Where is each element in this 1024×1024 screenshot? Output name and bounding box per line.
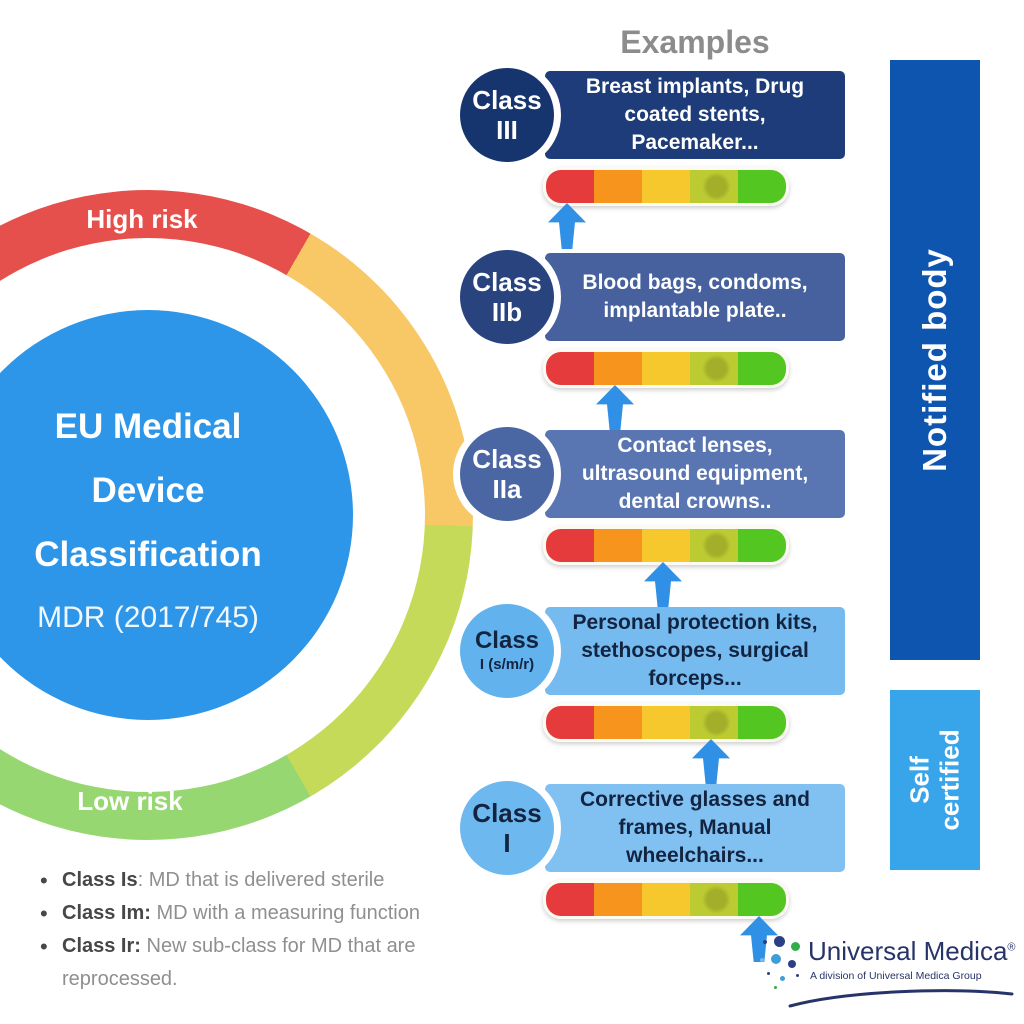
self-certified-label: Self certified [905,729,966,831]
logo-swoosh-icon [788,989,1014,1008]
logo-name-text: Universal Medica [808,936,1008,966]
low-risk-label: Low risk [77,786,183,816]
gauge-segment-red [546,170,594,203]
class-iib-badge-level: IIb [491,297,523,327]
gauge-segment-green [738,352,786,385]
registered-trademark-icon: ® [1007,941,1016,954]
gauge-segment-red [546,706,594,739]
regulation-subtitle: MDR (2017/745) [37,601,259,634]
logo-tagline: A division of Universal Medica Group [810,970,982,982]
gauge-segment-green [738,529,786,562]
risk-gauge [543,349,789,388]
class-iii-badge-level: III [496,115,518,145]
class-i-smr-examples-box: Personal protection kits, stethoscopes, … [545,607,845,695]
donut-center-circle: EU Medical Device Classification MDR (20… [0,310,353,720]
class-i-smr-badge-level: I (s/m/r) [479,656,535,673]
title-line-2: Device [91,471,205,510]
up-arrow-icon [596,385,634,431]
gauge-segment-green [738,170,786,203]
list-item: Class Is: MD that is delivered sterile [36,864,476,897]
footnote-term: Class Im: [62,902,151,924]
class-iii-badge: Class III [460,68,554,162]
gauge-segment-yellow [642,529,690,562]
gauge-segment-orange [594,170,642,203]
gauge-segment-yellow [642,352,690,385]
list-item: Class Ir: New sub-class for MD that are … [36,930,476,996]
class-row-iii: Breast implants, Drug coated stents, Pac… [460,68,880,253]
up-arrow-icon [692,739,730,785]
gauge-segment-orange [594,352,642,385]
gauge-segment-yellow [642,706,690,739]
footnote-definition: MD with a measuring function [150,902,420,924]
class-iii-examples-box: Breast implants, Drug coated stents, Pac… [545,71,845,159]
class-i-smr-badge-word: Class [474,627,540,654]
page-title: EU Medical Device Classification [34,395,262,587]
gauge-segment-green [738,883,786,916]
footnote-definition: : MD that is delivered sterile [137,869,385,891]
class-row-i-smr: Personal protection kits, stethoscopes, … [460,604,880,789]
class-row-i: Corrective glasses and frames, Manual wh… [460,781,880,966]
class-iib-examples-box: Blood bags, condoms, implantable plate.. [545,253,845,341]
gauge-segment-red [546,529,594,562]
gauge-segment-orange [594,529,642,562]
gauge-segment-green [738,706,786,739]
footnote-definition: New sub-class for MD that are reprocesse… [62,935,416,990]
notified-body-label: Notified body [916,248,953,472]
class-i-smr-badge: Class I (s/m/r) [460,604,554,698]
gauge-segment-yellow-green [690,706,738,739]
class-iia-badge-word: Class [472,444,542,474]
universal-medica-logo: Universal Medica® A division of Universa… [758,924,1020,1020]
gauge-segment-yellow-green [690,529,738,562]
class-iia-badge-level: IIa [492,474,522,504]
class-iia-badge: Class IIa [460,427,554,521]
high-risk-label: High risk [86,204,198,234]
risk-gauge [543,703,789,742]
class-i-badge-word: Class [472,798,542,828]
up-arrow-icon [548,203,586,249]
gauge-segment-yellow-green [690,883,738,916]
title-line-1: EU Medical [54,407,242,446]
risk-gauge [543,880,789,919]
gauge-segment-red [546,352,594,385]
footnote-term: Class Is [62,869,138,891]
list-item: Class Im: MD with a measuring function [36,897,476,930]
class-row-iib: Blood bags, condoms, implantable plate..… [460,250,880,435]
class-i-examples-box: Corrective glasses and frames, Manual wh… [545,784,845,872]
title-line-3: Classification [34,535,262,574]
class-iib-badge-word: Class [472,267,542,297]
class-row-iia: Contact lenses, ultrasound equipment, de… [460,427,880,612]
examples-heading: Examples [620,24,770,60]
gauge-segment-red [546,883,594,916]
logo-dots-icon [758,930,806,994]
class-i-badge-level: I [503,828,511,858]
footnote-term: Class Ir: [62,935,141,957]
gauge-segment-orange [594,706,642,739]
gauge-segment-yellow [642,170,690,203]
class-iib-badge: Class IIb [460,250,554,344]
risk-gauge [543,167,789,206]
risk-gauge [543,526,789,565]
class-i-badge: Class I [460,781,554,875]
class-iii-badge-word: Class [472,85,542,115]
gauge-segment-yellow [642,883,690,916]
gauge-segment-yellow-green [690,170,738,203]
class-iia-examples-box: Contact lenses, ultrasound equipment, de… [545,430,845,518]
up-arrow-icon [644,562,682,608]
self-certified-bar: Self certified [890,690,980,870]
logo-wordmark: Universal Medica® [808,936,1016,967]
notified-body-bar: Notified body [890,60,980,660]
gauge-segment-yellow-green [690,352,738,385]
gauge-segment-orange [594,883,642,916]
class-i-subtypes-list: Class Is: MD that is delivered sterile C… [36,864,476,996]
